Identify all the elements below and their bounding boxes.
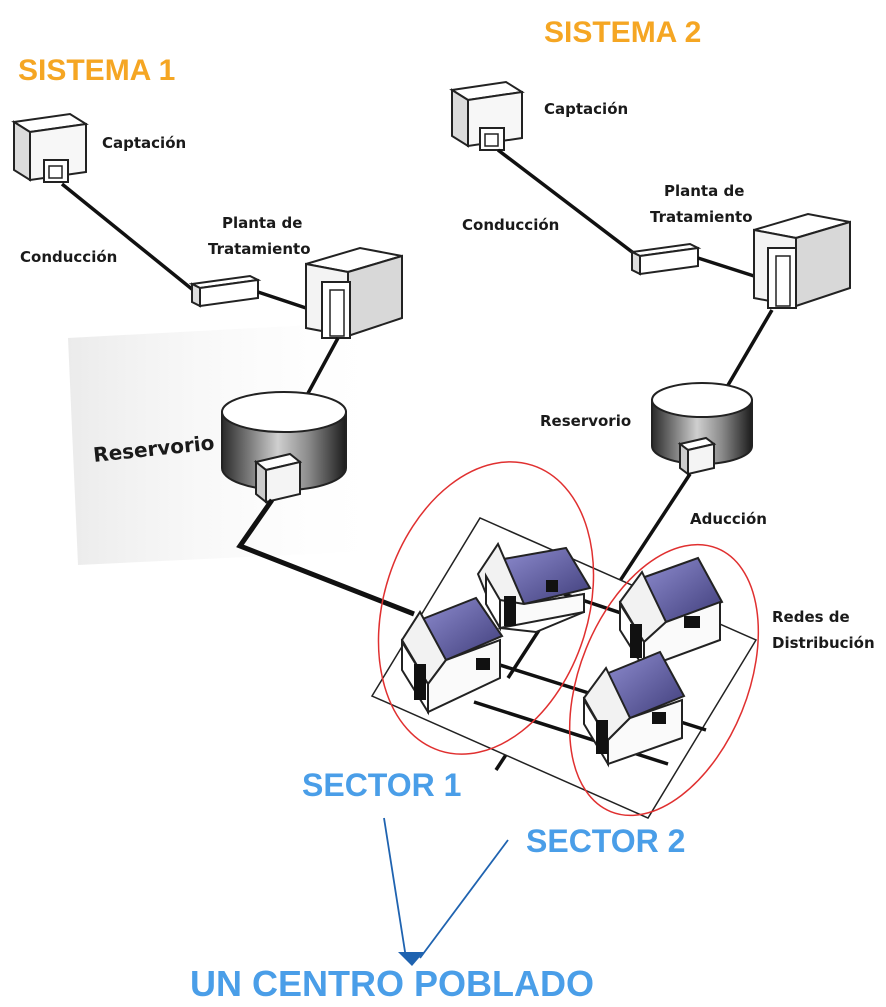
house-icon [476,541,592,634]
house-icon [618,556,724,672]
planta1-label-line2: Tratamiento [208,240,311,258]
sistema2-title: SISTEMA 2 [544,16,701,49]
conduccion2-pipe-b [697,256,755,278]
sector2-title: SECTOR 2 [526,823,685,859]
planta2-label-line2: Tratamiento [650,208,753,226]
aduccion2-label: Aducción [690,510,767,528]
arrow-sector1-to-centro [383,817,407,959]
sector1-title: SECTOR 1 [302,767,461,803]
conduccion2-label: Conducción [462,216,559,234]
reservorio2-icon [651,382,753,476]
aduccion1-pipe [236,498,415,617]
planta1-label-line1: Planta de [222,214,302,232]
sistema1-title: SISTEMA 1 [18,54,175,87]
connector2-icon [628,242,702,276]
sector1-boundary [377,461,595,755]
reservorio2-label: Reservorio [540,412,631,430]
reservorio1-icon [221,391,347,505]
conduccion2-pipe [496,148,642,260]
house-icon [582,650,686,768]
conduccion1-pipe [60,182,200,296]
connector1-icon [188,274,262,308]
redes-label-line2: Distribución [772,634,875,652]
redes-label-line1: Redes de [772,608,850,626]
planta2-label-line1: Planta de [664,182,744,200]
planta2-icon [753,212,851,309]
arrow-sector2-to-centro [419,839,509,959]
captacion2-label: Captación [544,100,628,118]
captacion2-icon [449,80,525,151]
house-icon [400,596,504,716]
planta2-to-reservorio-pipe [722,309,774,393]
captacion1-label: Captación [102,134,186,152]
arrow-head-icon [398,952,424,966]
captacion1-icon [11,112,89,183]
conduccion1-label: Conducción [20,248,117,266]
sector2-boundary [568,543,760,817]
conduccion1-pipe-b [257,290,313,312]
centro-poblado-title: UN CENTRO POBLADO [190,963,594,1004]
planta1-icon [305,246,403,339]
